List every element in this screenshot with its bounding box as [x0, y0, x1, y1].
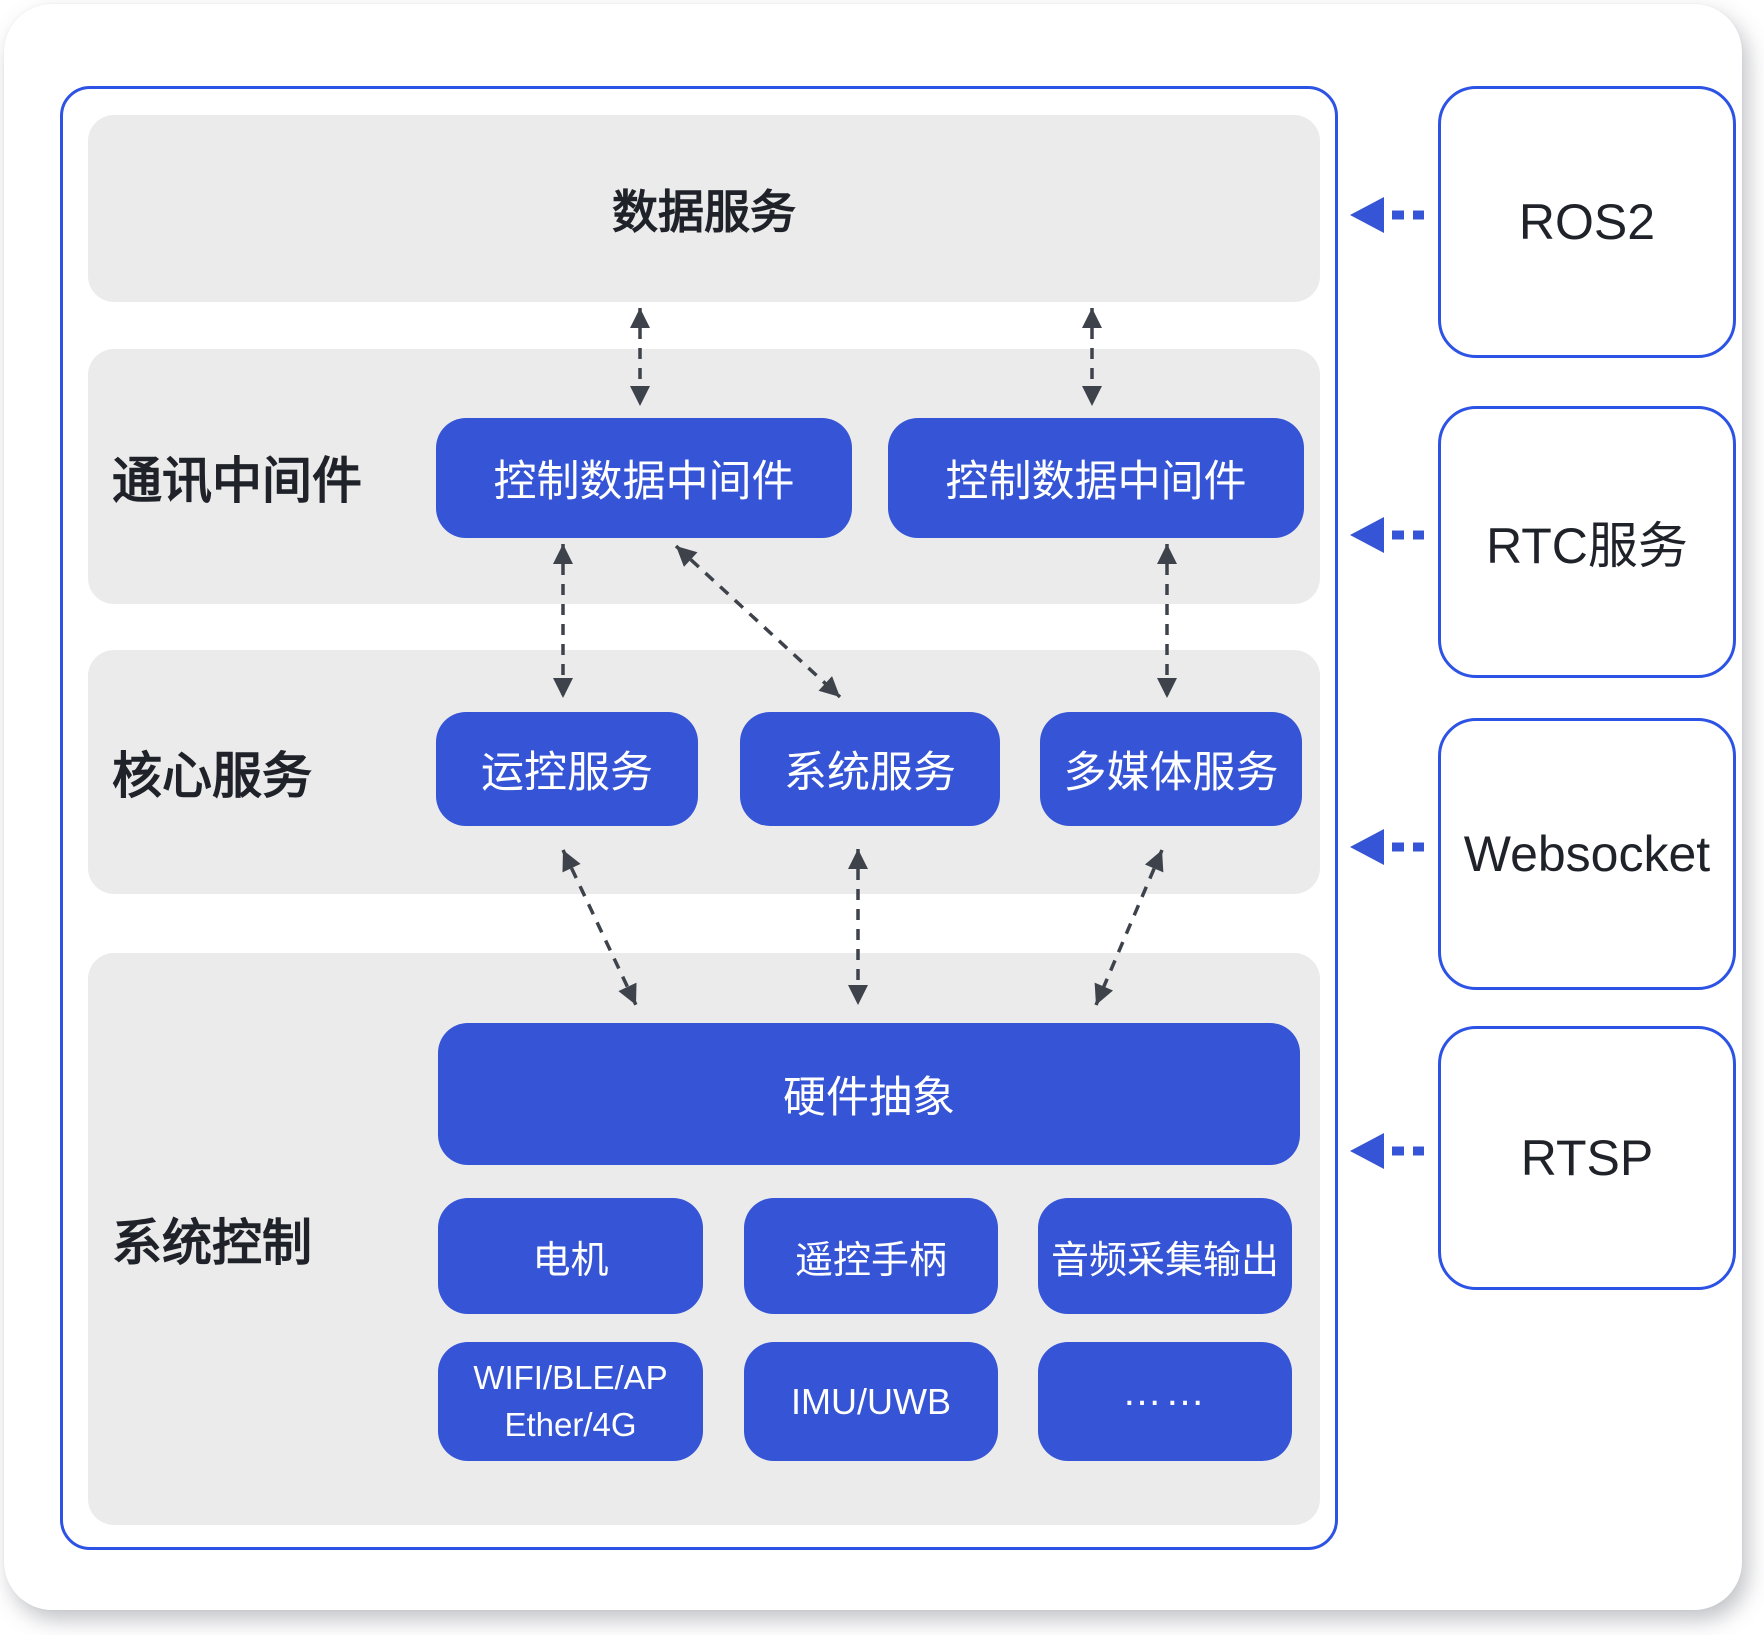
box-ellipsis: …… [1038, 1342, 1292, 1461]
box-wifi-ble-ap-ether-4g: WIFI/BLE/AP Ether/4G [438, 1342, 703, 1461]
box-remote-controller: 遥控手柄 [744, 1198, 998, 1314]
external-box-rtsp: RTSP [1438, 1026, 1736, 1290]
ellipsis-label: …… [1122, 1370, 1208, 1415]
wifi-line-2: Ether/4G [504, 1405, 637, 1443]
layer-data-service: 数据服务 [88, 115, 1320, 302]
layer-title-data-service: 数据服务 [612, 185, 796, 238]
box-control-data-middleware-1: 控制数据中间件 [436, 418, 852, 538]
websocket-label: Websocket [1463, 826, 1711, 882]
main-panel: 数据服务 通讯中间件 控制数据中间件 控制数据中间件 核心服务 运控服务 系统服… [60, 86, 1338, 1550]
layer-core-services: 核心服务 运控服务 系统服务 多媒体服务 [88, 650, 1320, 894]
external-box-rtc-service: RTC服务 [1438, 406, 1736, 678]
ros2-label: ROS2 [1518, 194, 1656, 250]
layer-middleware: 通讯中间件 控制数据中间件 控制数据中间件 [88, 349, 1320, 604]
rtsp-label: RTSP [1520, 1130, 1654, 1186]
box-motor: 电机 [438, 1198, 703, 1314]
external-box-ros2: ROS2 [1438, 86, 1736, 358]
rtc-service-label: RTC服务 [1486, 518, 1688, 574]
wifi-line-1: WIFI/BLE/AP [473, 1359, 668, 1397]
box-system-service: 系统服务 [740, 712, 1000, 826]
imu-uwb-label: IMU/UWB [791, 1380, 951, 1422]
layer-label-system-control: 系统控制 [112, 1215, 312, 1271]
layer-system-control: 系统控制 硬件抽象 电机 遥控手柄 音频采集输出 WIFI/BLE/AP Eth… [88, 953, 1320, 1525]
box-imu-uwb: IMU/UWB [744, 1342, 998, 1461]
box-hardware-abstraction: 硬件抽象 [438, 1023, 1300, 1165]
external-box-websocket: Websocket [1438, 718, 1736, 990]
box-multimedia-service: 多媒体服务 [1040, 712, 1302, 826]
diagram-card: 数据服务 通讯中间件 控制数据中间件 控制数据中间件 核心服务 运控服务 系统服… [4, 4, 1742, 1610]
box-audio-capture-output: 音频采集输出 [1038, 1198, 1292, 1314]
layer-label-middleware: 通讯中间件 [112, 452, 362, 509]
box-motion-control-service: 运控服务 [436, 712, 698, 826]
box-control-data-middleware-2: 控制数据中间件 [888, 418, 1304, 538]
layer-label-core-services: 核心服务 [112, 748, 312, 804]
